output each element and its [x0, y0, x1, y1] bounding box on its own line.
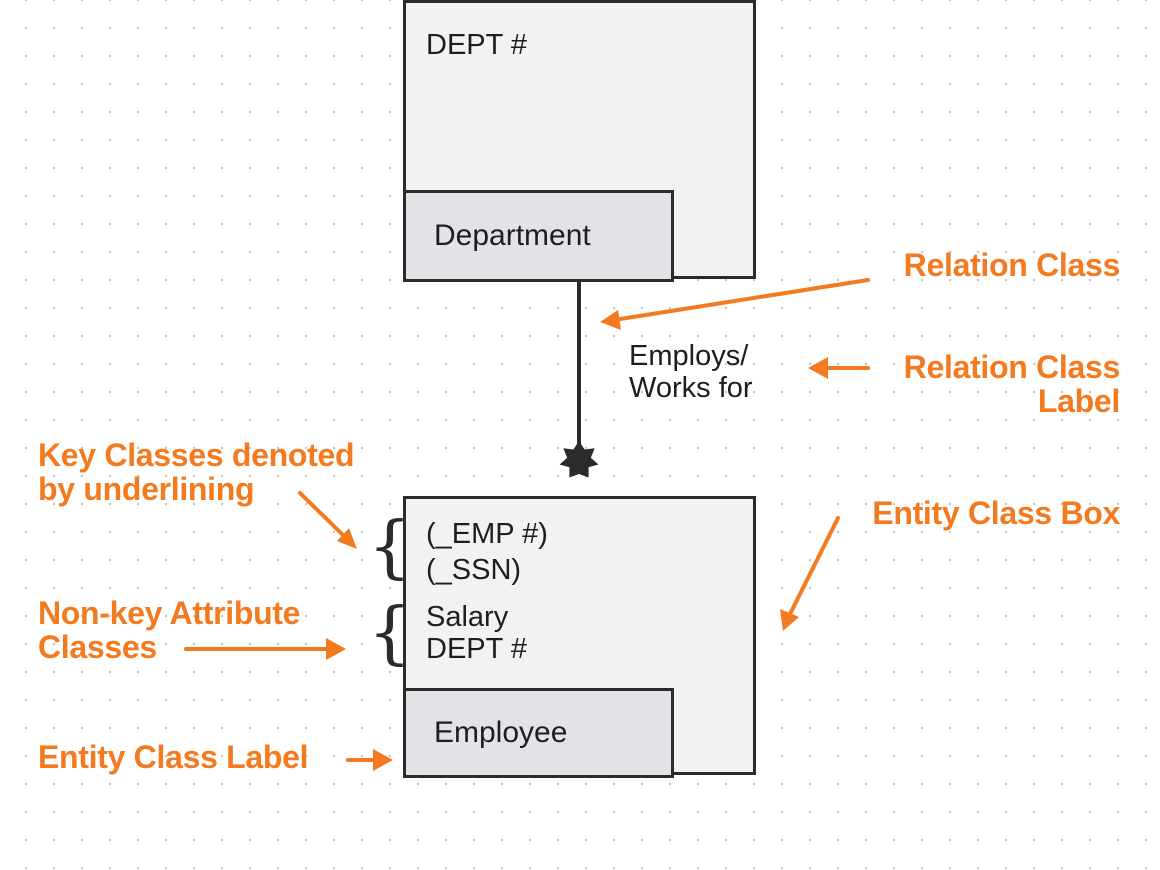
key-classes-arrow — [298, 491, 347, 539]
annotation-key-classes-line1: Key Classes denoted — [38, 437, 355, 473]
annotation-entity-class-box: Entity Class Box — [872, 495, 1120, 531]
employee-key-attribute-emp-no: (_EMP #) — [426, 518, 548, 550]
employee-attribute-dept-no: DEPT # — [426, 633, 528, 665]
department-attribute-dept-no: DEPT # — [426, 29, 528, 61]
employee-entity-box: (_EMP #) (_SSN) Salary DEPT # Employee — [403, 496, 756, 778]
annotation-relation-class-label-line2: Label — [1037, 383, 1120, 419]
annotation-key-classes-line2: by underlining — [38, 471, 255, 507]
employee-label: Employee — [403, 688, 674, 778]
relation-label-line1: Employs/ — [629, 340, 749, 372]
department-entity-box: DEPT # Department — [403, 0, 756, 282]
annotation-relation-class: Relation Class — [903, 247, 1121, 283]
department-label: Department — [403, 190, 674, 282]
annotation-relation-class-label-line1: Relation Class — [903, 349, 1121, 385]
entity-class-box-arrow — [788, 516, 840, 616]
employee-key-attribute-ssn: (_SSN) — [426, 554, 522, 586]
relation-label-line2: Works for — [629, 372, 753, 404]
relation-class-arrow — [612, 278, 870, 322]
employee-attribute-salary: Salary — [426, 601, 509, 633]
many-cardinality-star-icon — [559, 441, 599, 478]
annotation-entity-class-label: Entity Class Label — [38, 739, 309, 775]
nonkey-attributes-brace: { — [368, 594, 412, 673]
annotation-nonkey-line1: Non-key Attribute — [38, 595, 301, 631]
key-attributes-brace: { — [368, 508, 412, 587]
annotation-nonkey-line2: Classes — [38, 629, 157, 665]
